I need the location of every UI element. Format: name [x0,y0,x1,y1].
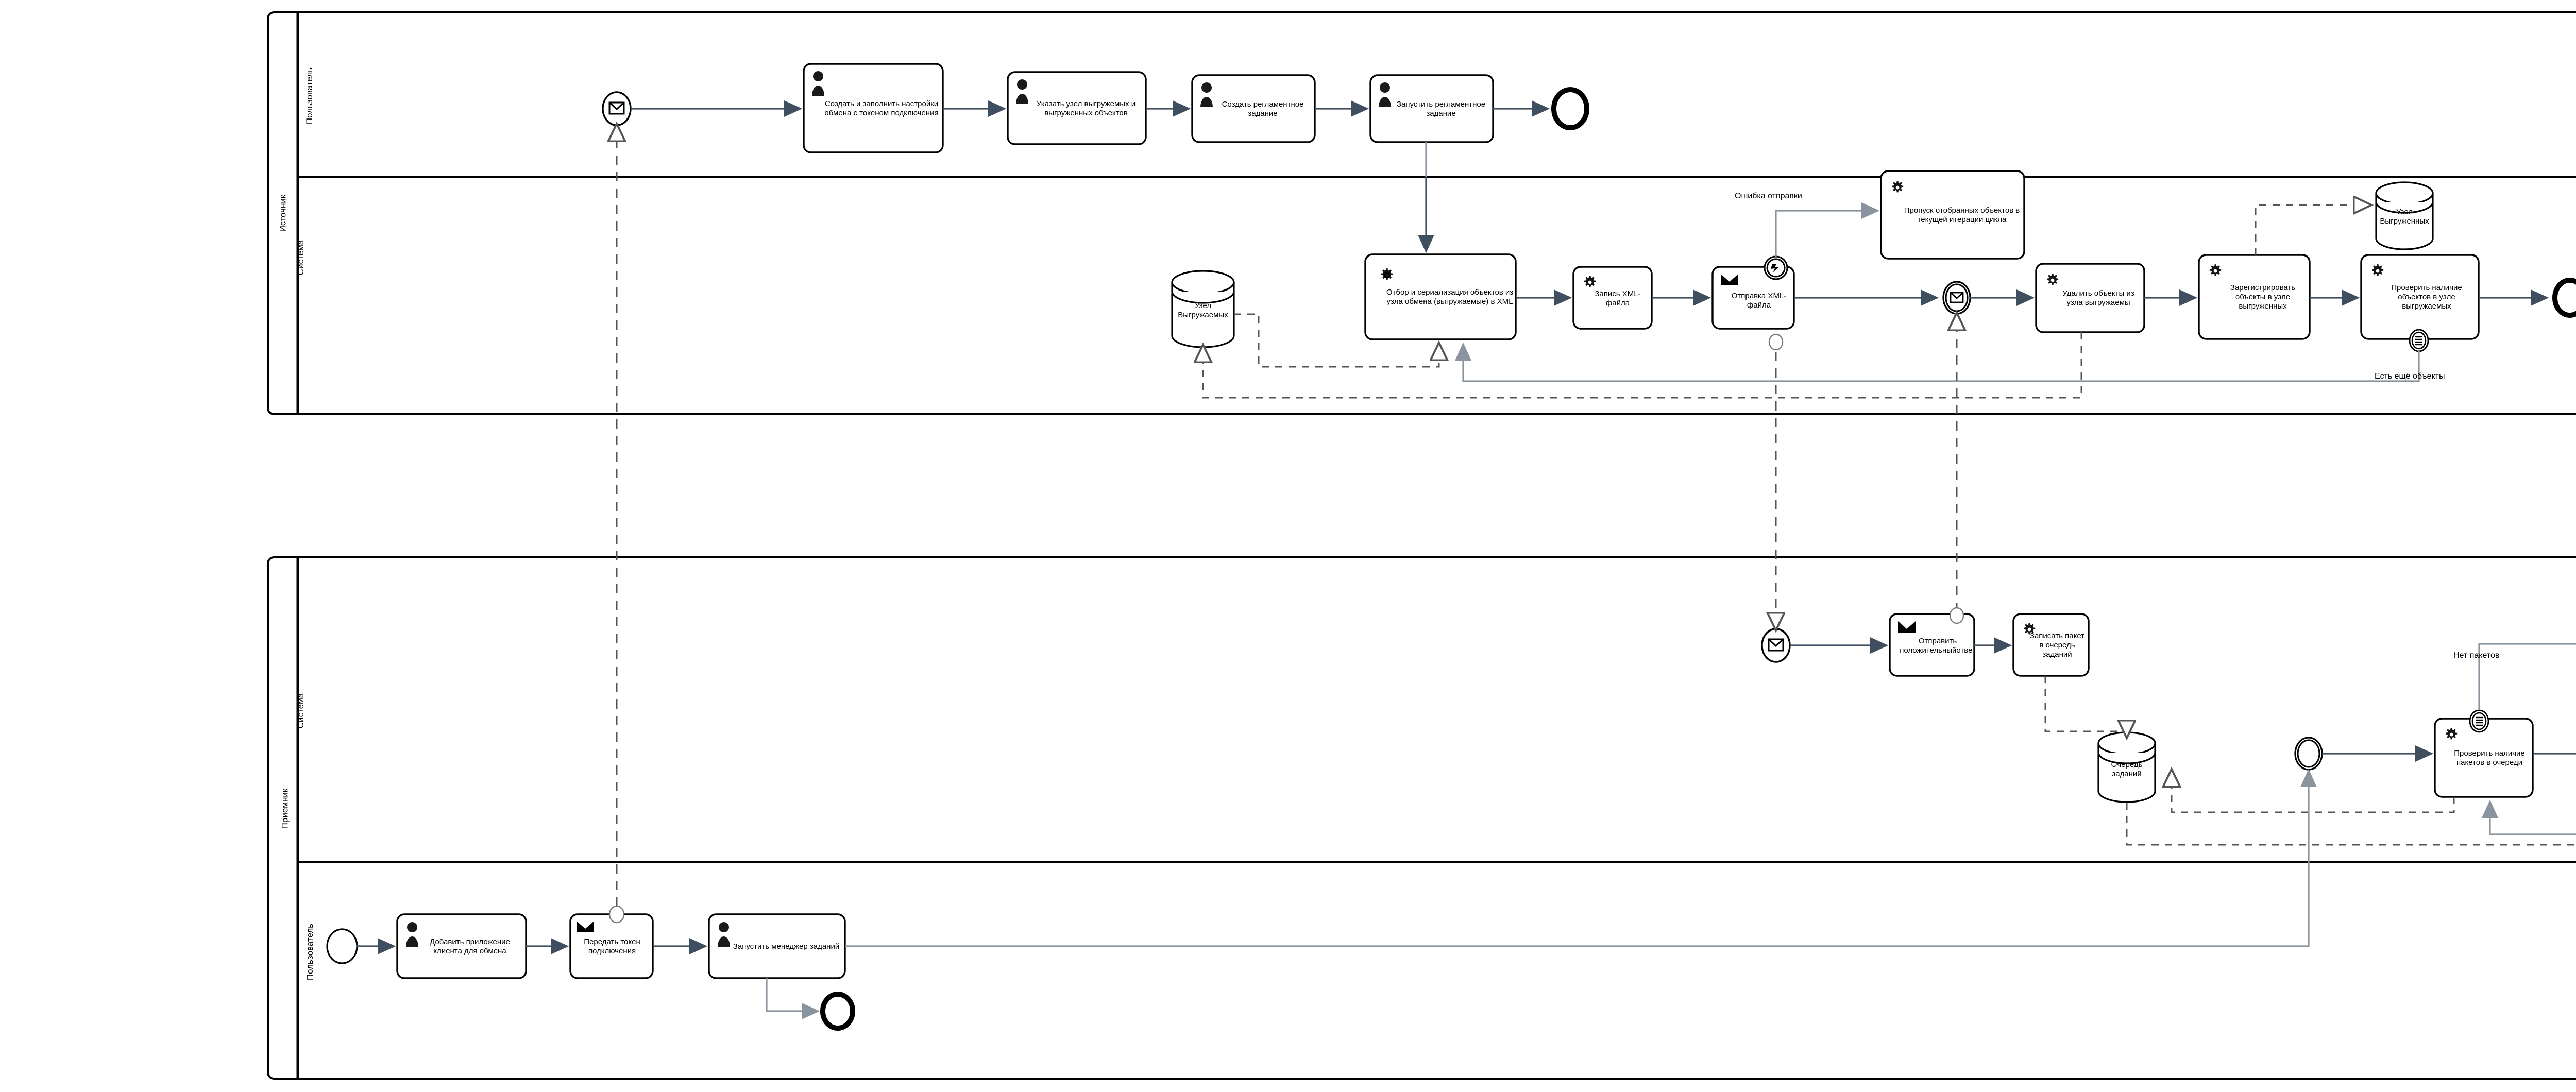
flow-source-system [1171,170,2576,399]
pool-source [267,11,2576,415]
start-message-event-source-user[interactable] [602,91,632,126]
edge-label-more-objects: Есть ещё объекты [2375,372,2445,381]
data-store-label-ds3: Очередь заданий [2111,760,2143,778]
task-t5 [1364,253,1517,340]
task-t2 [1007,71,1147,145]
lane-label-source-system: Система [296,240,306,276]
lane-label-target-user: Пользователь [305,923,315,981]
end-event-source-system[interactable] [2552,278,2576,318]
error-bolt-event-icon[interactable] [1764,255,1788,280]
flow-target-user [326,769,2317,1031]
data-store-label-ds1: Узел Выгружаемых [1178,301,1228,319]
task-t8 [1880,170,2025,260]
data-store-cylinder-icon-ds3 [2097,731,2156,803]
lane-label-target-system: Система [296,693,306,729]
pool-target [267,556,2576,1080]
user-task-icon-target [406,922,730,947]
user-task-icon [812,71,1391,107]
loop-multi-instance-marker-icon-t14 [2469,709,2489,733]
task-t6 [1572,266,1653,330]
start-message-event-target-system[interactable] [1761,628,1791,663]
pool-label-source: Источник [278,194,288,232]
edge-label-send-error: Ошибка отправки [1735,192,1802,200]
lane-label-source-user: Пользователь [304,67,315,125]
end-event-target-user[interactable] [820,992,855,1031]
task-t1 [803,63,944,153]
flow-target-system [1761,314,2576,846]
envelope-send-task-icon [577,272,1916,932]
data-store-cylinder-icon-ds2 [2375,181,2434,250]
gear-service-task-icon [1381,181,2458,740]
edge-label-no-packets: Нет пакетов [2453,651,2500,660]
data-store-label-ds2: Узел Выгруженных [2380,208,2429,226]
task-t13 [2012,613,2090,677]
loop-multi-instance-marker-icon [2409,329,2429,352]
end-event-source-user[interactable] [1551,87,1589,130]
data-store-cylinder-icon-ds1 [1171,270,1235,348]
intermediate-message-event[interactable] [1942,281,1971,315]
intermediate-none-event-target[interactable] [2294,737,2323,771]
start-event-target-user[interactable] [326,928,358,964]
pool-label-target: Приемник [280,788,290,829]
flow-source-user [602,63,1589,153]
